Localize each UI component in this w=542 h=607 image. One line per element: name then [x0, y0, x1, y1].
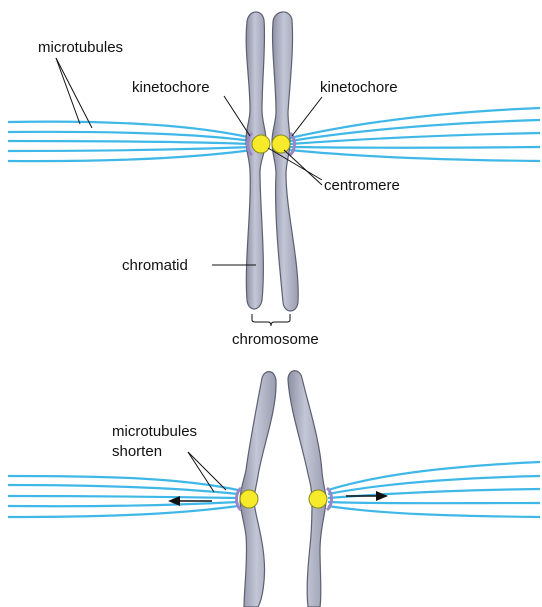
- leader-kinetochore-right: [292, 97, 322, 136]
- chromatid-right-separated: [288, 371, 326, 607]
- leader-microtubules-2: [56, 58, 80, 124]
- label-kinetochore-right: kinetochore: [320, 79, 398, 96]
- leader-shorten-2: [188, 452, 214, 492]
- bottom-panel: microtubules shorten: [8, 371, 540, 607]
- label-microtubules-shorten-line2: shorten: [112, 443, 162, 460]
- centromere-right: [272, 135, 290, 153]
- leader-centromere-2: [284, 150, 322, 185]
- chromatid-left: [246, 12, 266, 309]
- centromere-right-bottom: [309, 490, 327, 508]
- label-kinetochore-left: kinetochore: [132, 79, 210, 96]
- label-chromosome: chromosome: [232, 331, 319, 348]
- chromatid-right: [272, 12, 298, 311]
- label-microtubules: microtubules: [38, 39, 123, 56]
- chromatid-left-separated: [240, 372, 276, 607]
- microtubules-right-bundle-bottom: [328, 462, 540, 517]
- microtubules-left-bundle: [8, 122, 252, 162]
- centromere-left-bottom: [240, 490, 258, 508]
- chromosome-bracket: [252, 314, 290, 326]
- label-centromere: centromere: [324, 177, 400, 194]
- top-panel: microtubules kinetochore kinetochore cen…: [8, 12, 540, 348]
- leader-kinetochore-left: [224, 96, 250, 136]
- centromere-left: [252, 135, 270, 153]
- label-chromatid: chromatid: [122, 257, 188, 274]
- label-microtubules-shorten-line1: microtubules: [112, 423, 197, 440]
- microtubules-left-bundle-bottom: [8, 476, 238, 517]
- leader-microtubules-1: [56, 58, 92, 128]
- arrow-right-icon: [346, 491, 388, 501]
- microtubules-right-bundle: [290, 108, 540, 161]
